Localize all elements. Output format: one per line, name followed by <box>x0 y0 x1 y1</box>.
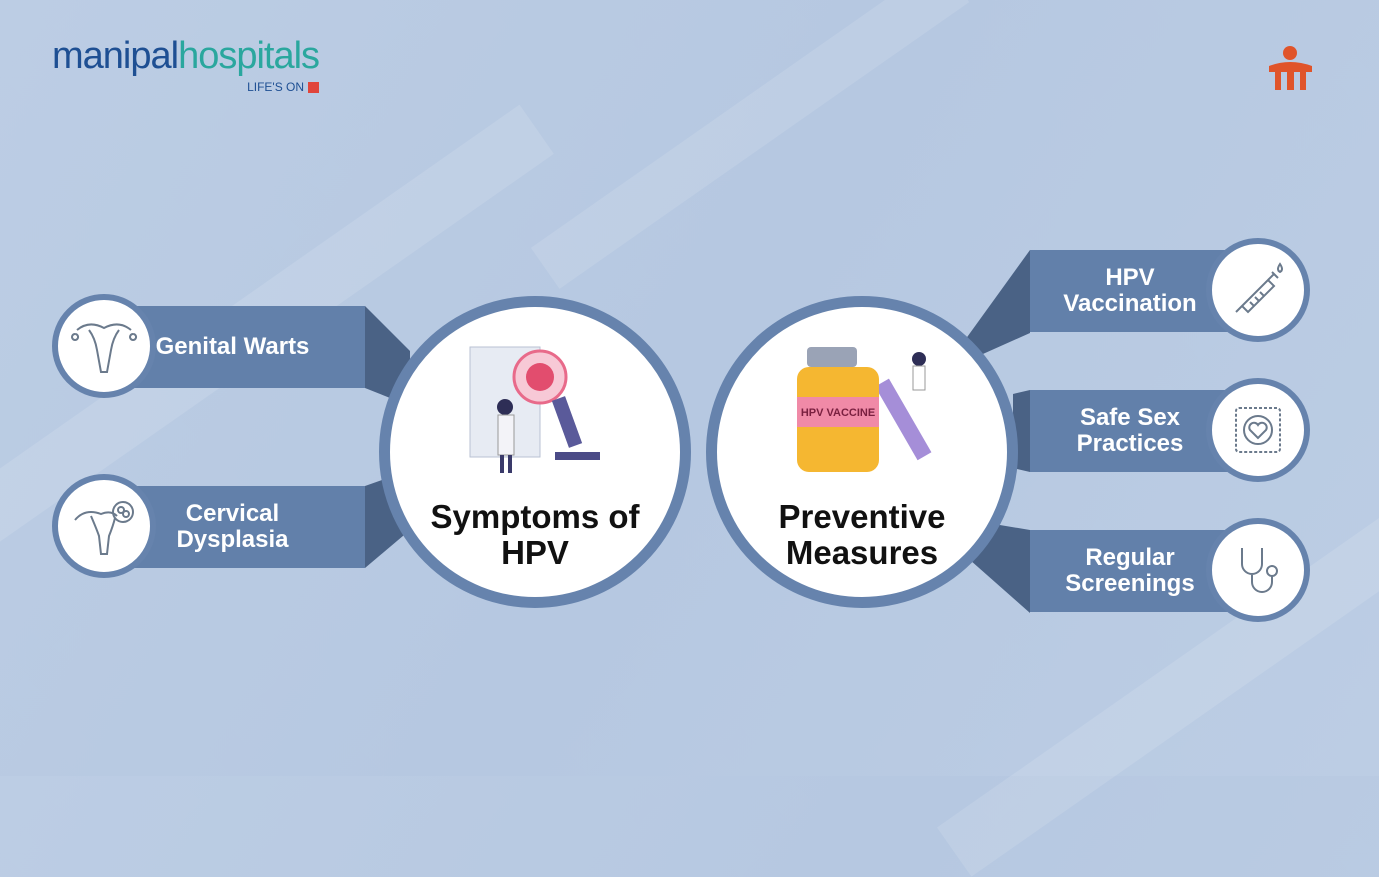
logo-text-manipal: manipal <box>52 35 179 77</box>
symptom-label: Genital Warts <box>155 333 310 360</box>
symptoms-hub: Symptoms of HPV <box>379 296 691 608</box>
prevention-label: Vaccination <box>1063 290 1197 317</box>
prevention-hub: HPV VACCINE Preventive Measures <box>706 296 1018 608</box>
prevention-label: Practices <box>1076 430 1184 457</box>
condom-icon <box>1235 407 1281 453</box>
doctor-microscope-illustration <box>469 346 600 473</box>
prevention-label: HPV <box>1105 264 1155 291</box>
logo-text-hospitals: hospitals <box>178 35 320 77</box>
plus-icon <box>308 81 320 93</box>
manipal-logo: manipalhospitals LIFE'S ON <box>52 35 320 94</box>
syringe-icon <box>1235 262 1283 314</box>
bg-stripe <box>530 0 970 289</box>
genital-warts-badge <box>52 294 156 398</box>
prevention-label: Screenings <box>1065 570 1195 597</box>
logo-tagline: LIFE'S ON <box>247 80 305 94</box>
symptoms-title: HPV <box>501 534 569 571</box>
vaccine-label-text: HPV VACCINE <box>801 407 875 419</box>
bar-fold <box>965 250 1030 362</box>
prevention-title: Measures <box>785 534 939 571</box>
uterus-lesion-icon <box>74 501 134 555</box>
uterus-icon <box>71 323 138 373</box>
prevention-label: Safe Sex <box>1079 404 1181 431</box>
prevention-title: Preventive <box>778 498 946 535</box>
symptom-label: Cervical <box>185 500 280 527</box>
vaccination-badge <box>1206 238 1310 342</box>
cervical-dysplasia-badge <box>52 474 156 578</box>
symptom-label: Dysplasia <box>176 526 289 553</box>
stethoscope-icon <box>1241 548 1278 593</box>
prevention-label: Regular <box>1085 544 1175 571</box>
safe-sex-badge <box>1206 378 1310 482</box>
brand-mark-icon <box>1269 46 1312 90</box>
symptoms-title: Symptoms of <box>430 498 640 535</box>
screenings-badge <box>1206 518 1310 622</box>
vaccine-illustration: HPV VACCINE <box>797 347 932 472</box>
